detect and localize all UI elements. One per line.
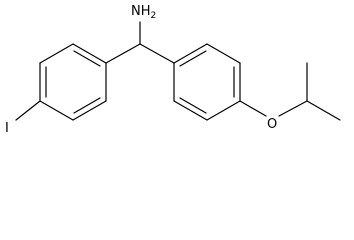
ring-right-bond-2 <box>206 43 241 64</box>
ring-right-bond-5 <box>173 100 208 121</box>
iodophenyl-ring <box>39 43 107 121</box>
ring-right-double-1 <box>179 50 207 67</box>
ring-left-bond-4 <box>39 100 74 121</box>
ring-right-bond-1 <box>173 43 208 64</box>
amine-subscript: 2 <box>151 11 157 21</box>
amine-nh: NH <box>131 4 151 19</box>
iodine-label: I <box>5 121 9 136</box>
ring-right-bond-4 <box>206 100 241 121</box>
isopropoxyphenyl-ring <box>173 43 241 121</box>
aryl-oxygen-bond <box>239 100 267 117</box>
central-to-left-ring-bond <box>105 43 141 64</box>
oxygen-label: O <box>267 117 277 132</box>
ring-right-double-3 <box>179 97 207 114</box>
iodine-bond <box>15 100 41 121</box>
isopropyl-methyl-1-bond <box>306 100 341 121</box>
ring-left-bond-1 <box>72 43 107 64</box>
ring-left-double-1 <box>73 50 101 67</box>
oxygen-isopropyl-bond <box>278 100 308 117</box>
central-to-right-ring-bond <box>139 43 175 64</box>
ring-left-double-2 <box>73 97 101 114</box>
amine-label: NH2 <box>131 4 156 21</box>
ring-left-bond-3 <box>72 100 107 121</box>
chemical-structure: I NH2 O <box>5 4 341 136</box>
ring-left-bond-6 <box>39 43 74 64</box>
